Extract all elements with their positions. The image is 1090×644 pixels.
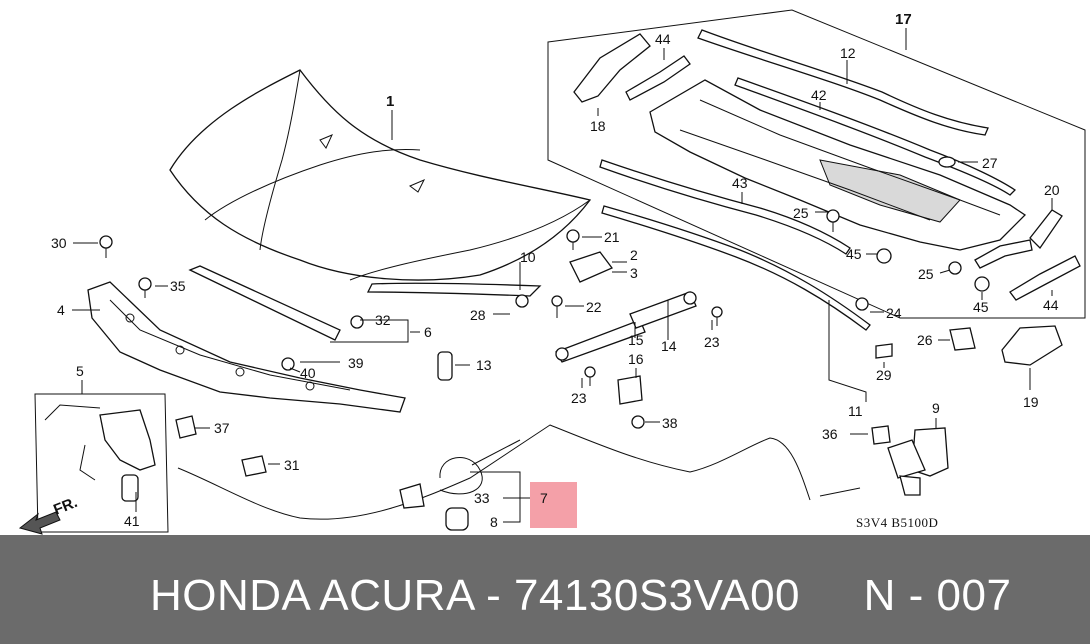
label-1: 1 bbox=[386, 93, 394, 110]
label-25a: 25 bbox=[793, 205, 809, 221]
label-39: 39 bbox=[348, 355, 364, 371]
hood-strip-part bbox=[188, 265, 341, 341]
bracket-20-part bbox=[1029, 209, 1063, 250]
seal-12-part bbox=[697, 29, 989, 136]
label-36: 36 bbox=[822, 426, 838, 442]
highlighted-part-7-box bbox=[530, 482, 577, 528]
label-17: 17 bbox=[895, 11, 912, 28]
seal-11-part bbox=[601, 205, 871, 331]
footer-banner bbox=[0, 535, 1090, 644]
leader-lines bbox=[72, 28, 1053, 523]
label-43: 43 bbox=[732, 175, 748, 191]
label-42: 42 bbox=[811, 87, 827, 103]
label-45a: 45 bbox=[846, 246, 862, 262]
cowl-assembly-frame bbox=[547, 9, 1086, 319]
label-45b: 45 bbox=[973, 299, 989, 315]
part-number-labels: 1 2 3 4 5 6 7 8 9 10 11 12 13 14 15 16 1… bbox=[51, 11, 1060, 530]
label-38: 38 bbox=[662, 415, 678, 431]
label-26: 26 bbox=[917, 332, 933, 348]
bracket-25-part bbox=[974, 239, 1033, 269]
bracket-18-part bbox=[573, 33, 651, 103]
label-40: 40 bbox=[300, 365, 316, 381]
label-23a: 23 bbox=[704, 334, 720, 350]
label-44b: 44 bbox=[1043, 297, 1059, 313]
cowl-panel-part bbox=[649, 79, 1027, 251]
label-12: 12 bbox=[840, 45, 856, 61]
label-16: 16 bbox=[628, 351, 644, 367]
label-15: 15 bbox=[628, 332, 644, 348]
latch-assembly-frame bbox=[34, 393, 169, 533]
label-23b: 23 bbox=[571, 390, 587, 406]
label-5: 5 bbox=[76, 363, 84, 379]
label-37: 37 bbox=[214, 420, 230, 436]
cover-19-part bbox=[1001, 325, 1063, 366]
label-21: 21 bbox=[604, 229, 620, 245]
label-2: 2 bbox=[630, 247, 638, 263]
label-31: 31 bbox=[284, 457, 300, 473]
label-24: 24 bbox=[886, 305, 902, 321]
label-19: 19 bbox=[1023, 394, 1039, 410]
label-22: 22 bbox=[586, 299, 602, 315]
label-9: 9 bbox=[932, 400, 940, 416]
label-6: 6 bbox=[424, 324, 432, 340]
hood-part bbox=[169, 69, 592, 281]
label-33: 33 bbox=[474, 490, 490, 506]
label-30: 30 bbox=[51, 235, 67, 251]
label-8: 8 bbox=[490, 514, 498, 530]
label-10: 10 bbox=[520, 249, 536, 265]
label-35: 35 bbox=[170, 278, 186, 294]
hood-seal-part bbox=[366, 282, 542, 297]
diagram-code: S3V4 B5100D bbox=[856, 515, 938, 530]
label-3: 3 bbox=[630, 265, 638, 281]
front-direction-marker: FR. bbox=[18, 494, 80, 535]
label-29: 29 bbox=[876, 367, 892, 383]
fasteners-group bbox=[99, 156, 990, 531]
hood-release-cable bbox=[177, 424, 811, 520]
front-marker-label: FR. bbox=[51, 494, 80, 519]
hood-strut-part bbox=[555, 291, 697, 363]
bracket-44-bottom-part bbox=[1009, 255, 1081, 301]
seal-43-part bbox=[599, 159, 851, 255]
bracket-44-top-part bbox=[625, 55, 691, 101]
seal-42-part bbox=[734, 77, 1017, 196]
label-27: 27 bbox=[982, 155, 998, 171]
hood-parts-diagram: FR. 1 2 3 4 5 6 7 8 9 10 11 12 13 14 15 … bbox=[18, 9, 1086, 535]
label-44a: 44 bbox=[655, 31, 671, 47]
label-18: 18 bbox=[590, 118, 606, 134]
label-4: 4 bbox=[57, 302, 65, 318]
label-7: 7 bbox=[540, 490, 548, 506]
hood-latch-part bbox=[44, 404, 156, 502]
label-11: 11 bbox=[848, 403, 863, 419]
label-25b: 25 bbox=[918, 266, 934, 282]
label-14: 14 bbox=[661, 338, 677, 354]
label-41: 41 bbox=[124, 513, 140, 529]
hood-opener-part bbox=[887, 427, 949, 496]
label-13: 13 bbox=[476, 357, 492, 373]
label-32: 32 bbox=[375, 312, 391, 328]
front-bulkhead-part bbox=[87, 281, 406, 413]
label-28: 28 bbox=[470, 307, 486, 323]
label-20: 20 bbox=[1044, 182, 1060, 198]
part-number-caption: HONDA ACURA - 74130S3VA00 N - 007 bbox=[150, 571, 1012, 620]
